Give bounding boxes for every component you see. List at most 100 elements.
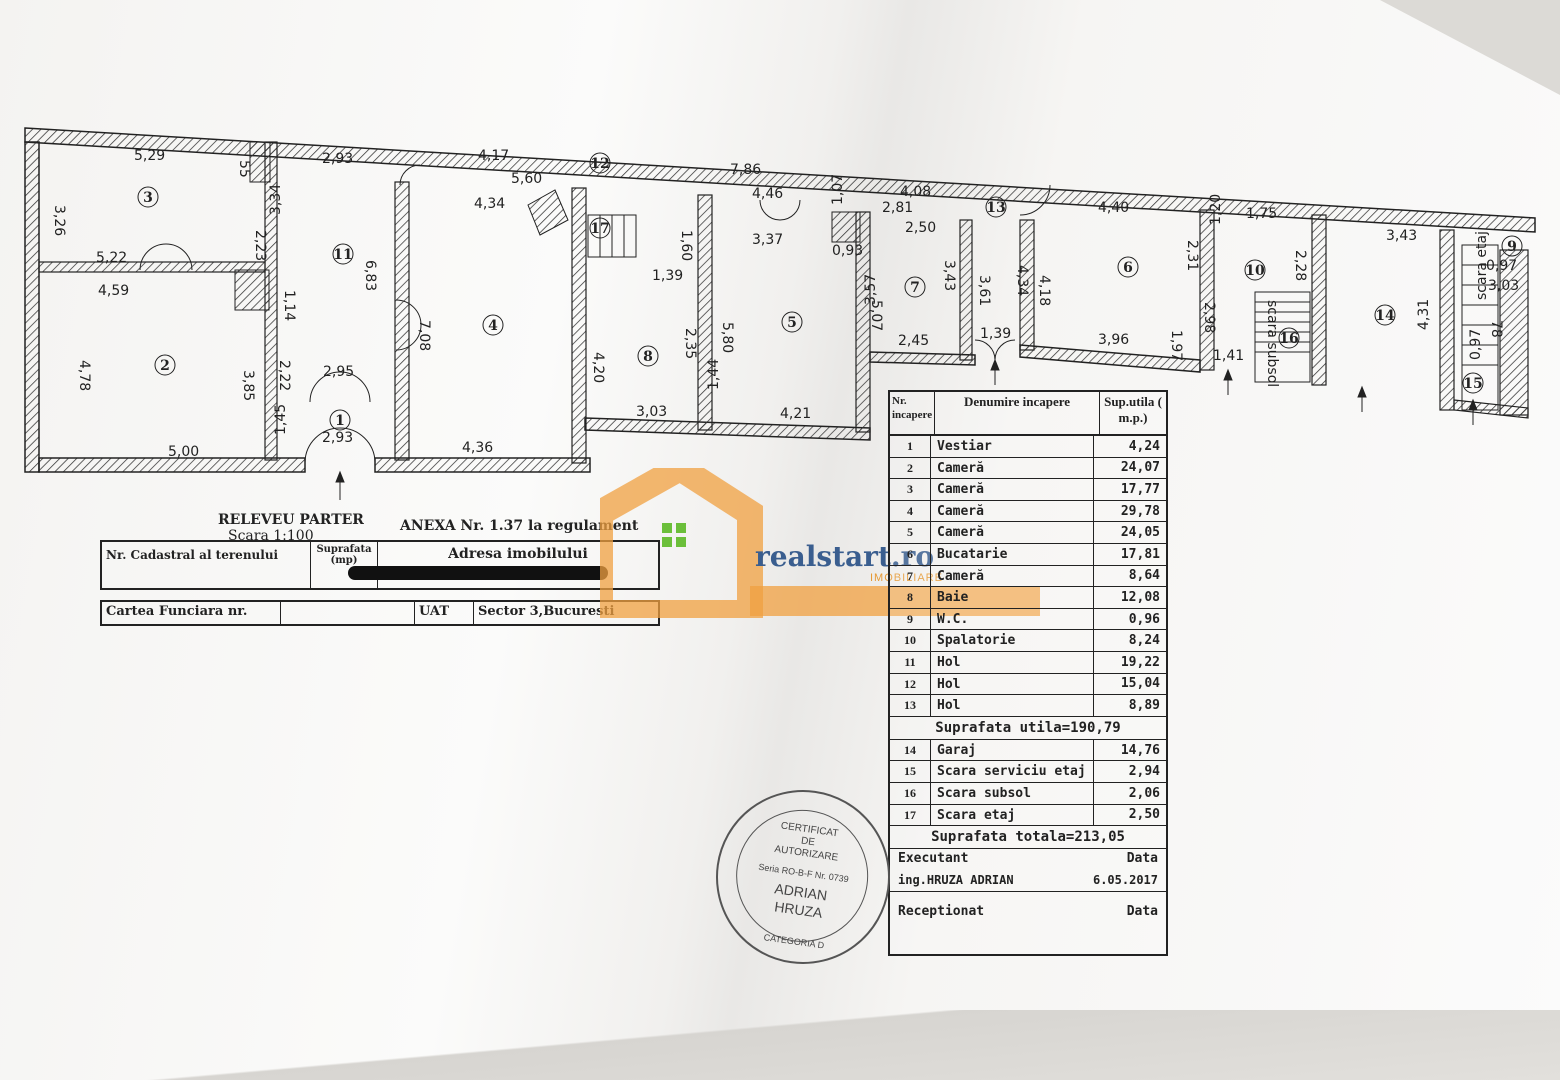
room-number: 6 [1123,260,1133,276]
wall-bottom-1 [38,457,306,473]
wall-bottom-3 [584,417,871,441]
legend-row-area: 19,22 [1120,654,1160,670]
room-number-circle [781,311,803,333]
stair-text: scara subsol [1264,300,1280,387]
dimension-label: 1,14 [281,290,297,321]
dimension-label: 3,43 [941,260,957,291]
legend-row-nr: 2 [890,457,931,479]
dimension-label: 1,44 [706,359,722,390]
cadastral-box: Nr. Cadastral al terenului Suprafata (mp… [100,540,660,626]
dimension-label: 0,93 [832,243,863,259]
legend-row-area: 15,04 [1120,676,1160,692]
legend-row-name: Baie [931,587,1094,608]
legend-row-name: Cameră [931,565,1094,587]
dimension-label: 3,57 [863,274,879,305]
dimension-label: 4,46 [752,186,783,202]
dimension-label: 2,31 [1184,240,1200,271]
dimension-label: 2,45 [898,333,929,349]
room-number-circle [332,243,354,265]
dimension-label: 4,17 [478,148,509,164]
exterior-wall-left [24,141,40,473]
legend-row-name: Scara subsol [931,782,1094,804]
dimension-label: 2,93 [322,430,353,446]
legend-row-nr: 17 [890,804,931,826]
watermark-brand: realstart.ro [755,540,935,573]
dimension-label: 4,34 [474,196,505,212]
dimension-label: 3,96 [1098,332,1129,348]
dimension-label: 4,21 [780,406,811,422]
dimension-label: 4,18 [1036,275,1052,306]
page-corner [1380,0,1560,95]
dimension-label: 2,28 [1292,250,1308,281]
wall-int-b [38,261,266,273]
room-number: 10 [1245,263,1265,279]
entrance-arrows [335,358,1478,500]
room-number: 17 [590,221,609,237]
dimension-label: 1,39 [980,326,1011,342]
room-number-circle [1462,372,1484,394]
column-4 [831,211,861,243]
room-number-circle [482,314,504,336]
legend-row-name: Cameră [931,500,1094,522]
dimension-label: 78 [1488,320,1504,338]
watermark: realstart.ro IMOBILIARE [587,452,1040,626]
door-5 [974,339,1016,361]
room-number: 7 [910,280,920,296]
room-number-circle [154,354,176,376]
legend-row-area: 8,24 [1128,633,1160,649]
dimension-label: 1,39 [652,268,683,284]
data-label-1: Data [1126,851,1158,867]
dimension-label: 4,78 [76,360,92,391]
legend-row-nr: 12 [890,673,931,695]
legend-row-nr: 3 [890,479,931,500]
executant-date: 6.05.2017 [1092,873,1158,888]
dimension-label: 4,20 [590,352,606,383]
door-1 [309,371,371,403]
legend-sum-total: Suprafata totala=213,05 [890,826,1166,850]
dimension-label: 3,34 [268,184,284,215]
legend-row-area: 14,76 [1120,742,1160,758]
dimension-label: 3,26 [51,205,67,236]
dimension-label: 3,61 [976,275,992,306]
plan-title: RELEVEU PARTER [218,512,364,528]
legend-row-area: 12,08 [1120,589,1160,605]
wall-bottom-4 [869,351,976,366]
legend-row-name: Garaj [931,739,1094,761]
room-number: 9 [1507,239,1517,255]
cad-blank [281,602,415,624]
room-number-circle [1278,327,1300,349]
legend-row-nr: 4 [890,500,931,522]
legend-row-area: 2,50 [1128,807,1160,823]
cad-nr-label: Nr. Cadastral al terenului [102,542,311,588]
dimension-label: 4,59 [98,283,129,299]
paper-fold [0,1010,1560,1080]
door-2 [139,243,193,271]
legend-row-name: Scara serviciu etaj [931,761,1094,782]
room-number-circle [329,409,351,431]
room-number-circle [1244,259,1266,281]
stair-15 [1461,244,1499,411]
legend-row-name: Cameră [931,479,1094,500]
legend-row-area: 2,94 [1128,764,1160,780]
dimension-label: 7,86 [730,162,761,178]
dimension-label: 2,98 [1201,302,1217,333]
door-3 [395,299,422,351]
dimension-label: 2,50 [905,220,936,236]
legend-row-nr: 10 [890,630,931,651]
room-number: 8 [643,349,653,365]
stair-text-2: scara etaj [1474,231,1490,300]
legend-row-nr: 6 [890,543,931,565]
room-number-circle [904,276,926,298]
redaction-bar [348,566,608,580]
dimension-label: 4,40 [1098,200,1129,216]
receptionat-label: Receptionat [898,904,985,920]
